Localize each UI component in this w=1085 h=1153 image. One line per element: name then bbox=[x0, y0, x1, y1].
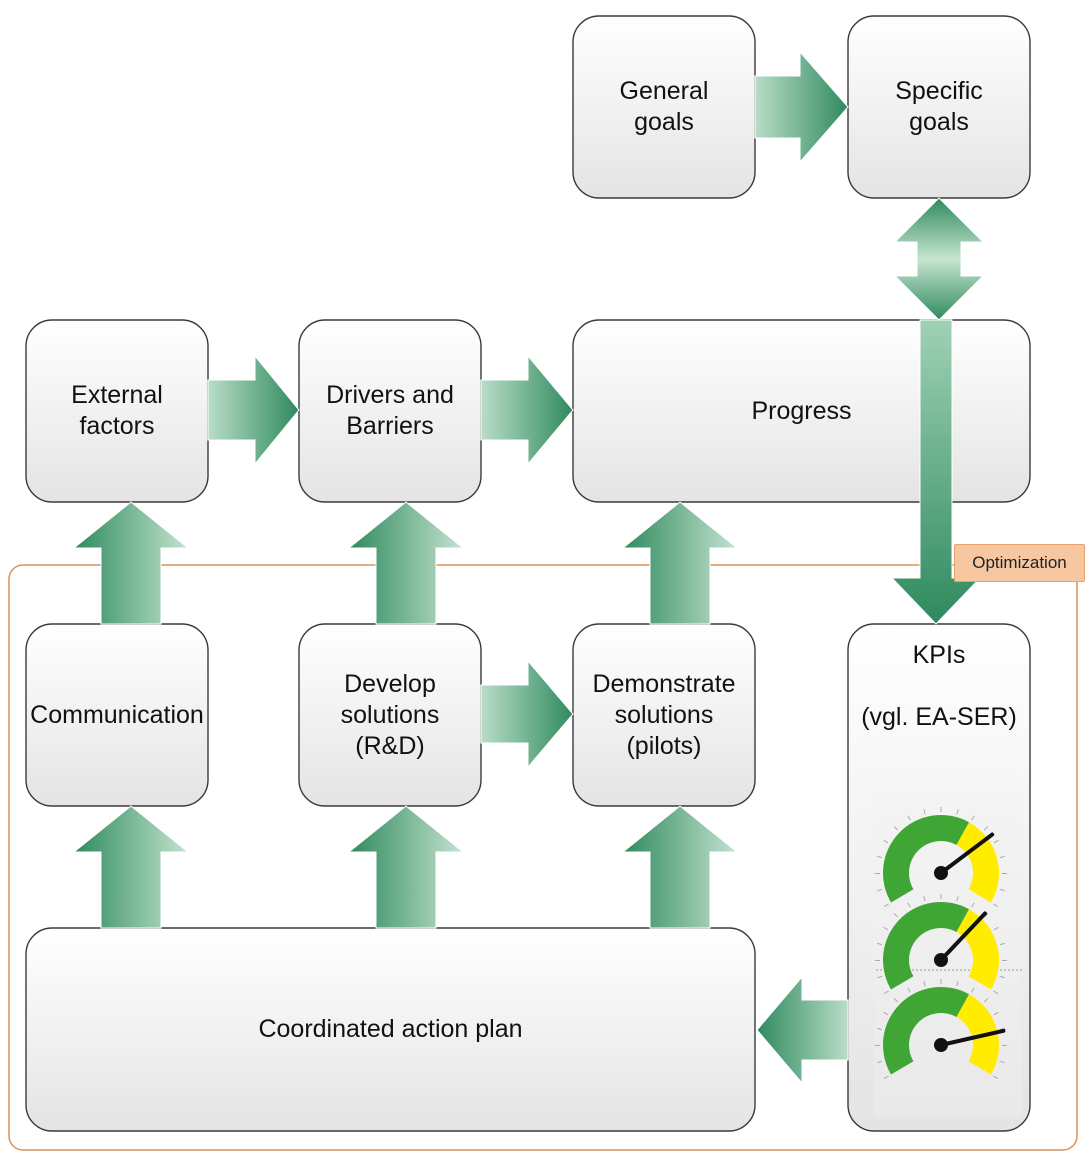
gauge-tick bbox=[877, 1060, 883, 1064]
gauge-tick bbox=[877, 1027, 883, 1031]
gauge-tick bbox=[999, 1060, 1005, 1064]
gauge-tick bbox=[883, 1011, 889, 1016]
gauge-tick bbox=[983, 998, 989, 1003]
gauge-tick bbox=[993, 1011, 999, 1016]
gauge-tick bbox=[907, 902, 911, 908]
gauge-yellow-band bbox=[956, 994, 999, 1075]
gauge-tick bbox=[877, 975, 883, 979]
arrow-develop-to-demonstrate bbox=[480, 659, 574, 769]
arrow-general-to-specific bbox=[754, 50, 849, 164]
gauge-tick bbox=[971, 815, 975, 821]
arrow-plan-to-communication bbox=[72, 805, 190, 929]
gauge-tick bbox=[983, 826, 989, 831]
gauge-tick bbox=[971, 987, 975, 993]
gauge-tick bbox=[907, 987, 911, 993]
communication-label: Communication bbox=[30, 700, 204, 729]
gauge-tick bbox=[956, 896, 959, 902]
gauge-tick bbox=[993, 839, 999, 844]
gauge-needle bbox=[939, 911, 987, 962]
gauge-tick bbox=[999, 855, 1005, 859]
demonstrate-solutions-label: Demonstrate solutions (pilots) bbox=[592, 669, 736, 760]
gauge-tick bbox=[999, 975, 1005, 979]
gauge-tick bbox=[999, 942, 1005, 946]
arrow-develop-to-drivers bbox=[347, 501, 465, 625]
gauge-tick bbox=[993, 926, 999, 931]
gauge-tick bbox=[993, 1075, 999, 1080]
gauge-tick bbox=[971, 902, 975, 908]
gauge-tick bbox=[923, 896, 926, 902]
optimization-group-label: Optimization bbox=[954, 544, 1085, 582]
gauge-green-band bbox=[882, 815, 970, 903]
gauge-tick bbox=[907, 815, 911, 821]
gauge-tick bbox=[993, 903, 999, 908]
coordinated-action-plan-label: Coordinated action plan bbox=[258, 1015, 523, 1043]
arrow-specific-progress-bidirectional bbox=[893, 197, 985, 321]
optimization-group-frame bbox=[8, 564, 1078, 1151]
gauge-hub bbox=[934, 953, 948, 967]
gauge-tick bbox=[999, 888, 1005, 892]
gauge-tick bbox=[877, 942, 883, 946]
gauge-green-band bbox=[882, 901, 970, 990]
gauge-green-band bbox=[882, 986, 970, 1075]
gauge-tick bbox=[883, 990, 889, 995]
gauge-tick bbox=[956, 981, 959, 987]
gauge-hub bbox=[934, 866, 948, 880]
gauge-yellow-band bbox=[956, 909, 999, 990]
gauge-yellow-band bbox=[956, 822, 1000, 903]
gauge-tick bbox=[893, 913, 899, 918]
arrow-demonstrate-to-progress bbox=[621, 501, 739, 625]
gauge-hub bbox=[934, 1038, 948, 1052]
progress-box bbox=[572, 319, 1031, 503]
gauge-tick bbox=[993, 990, 999, 995]
gauge-needle bbox=[939, 1028, 1006, 1047]
gauge-tick bbox=[923, 809, 926, 815]
arrow-kpis-to-plan bbox=[756, 975, 849, 1085]
specific-goals-label: Specific goals bbox=[895, 77, 983, 136]
gauge-tick bbox=[893, 998, 899, 1003]
gauge-tick bbox=[893, 826, 899, 831]
arrow-plan-to-demonstrate bbox=[621, 805, 739, 929]
gauge-needle bbox=[939, 832, 995, 875]
gauge-tick bbox=[877, 888, 883, 892]
gauge-tick bbox=[923, 981, 926, 987]
gauge-tick bbox=[883, 903, 889, 908]
kpi-gauges bbox=[874, 794, 1022, 1116]
gauge-tick bbox=[883, 839, 889, 844]
arrow-external-to-drivers bbox=[207, 354, 300, 466]
arrow-communication-to-external bbox=[72, 501, 190, 625]
arrow-progress-to-kpis bbox=[890, 319, 982, 625]
general-goals-label: General goals bbox=[619, 77, 709, 136]
arrow-plan-to-develop bbox=[347, 805, 465, 929]
external-factors-label: External factors bbox=[71, 381, 163, 440]
gauge-tick bbox=[956, 809, 959, 815]
gauge-tick bbox=[883, 1075, 889, 1080]
drivers-barriers-label: Drivers and Barriers bbox=[326, 381, 454, 440]
progress-label: Progress bbox=[751, 396, 852, 425]
gauge-tick bbox=[883, 926, 889, 931]
develop-solutions-label: Develop solutions (R&D) bbox=[340, 669, 440, 760]
kpis-label: KPIs (vgl. EA-SER) bbox=[861, 641, 1017, 731]
gauge-tick bbox=[877, 855, 883, 859]
arrow-drivers-to-progress bbox=[480, 354, 574, 466]
